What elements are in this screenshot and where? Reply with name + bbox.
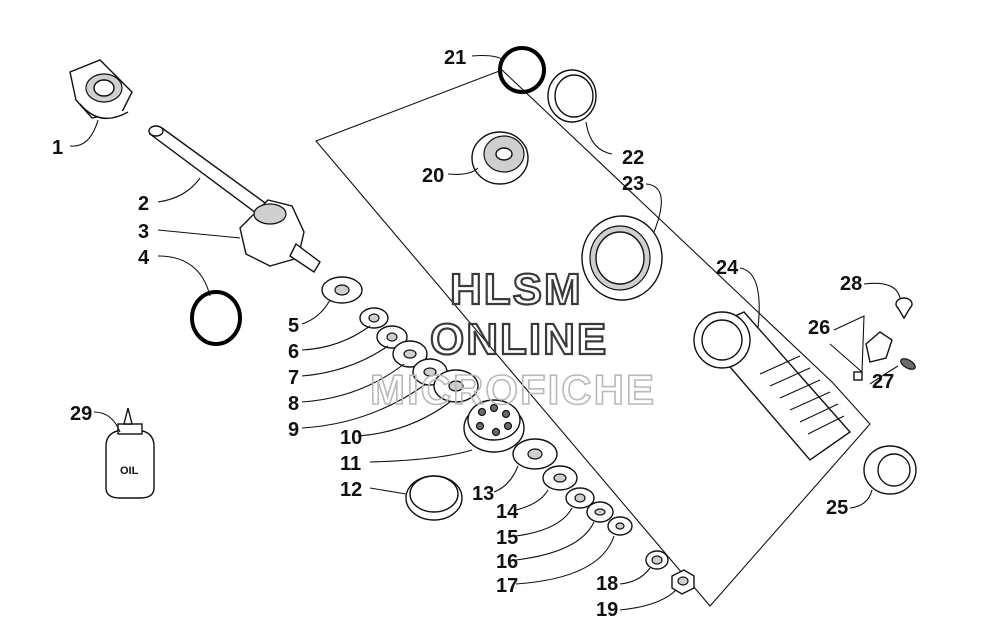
callout-26: 26	[808, 317, 830, 339]
callout-27: 27	[872, 371, 894, 393]
part-20-reservoir-cap	[471, 131, 529, 185]
callout-19: 19	[596, 599, 618, 621]
callout-1: 1	[52, 137, 63, 159]
watermark: HLSM ONLINE MICROFICHE	[369, 264, 656, 414]
oil-bottle-label: OIL	[120, 465, 139, 477]
part-19-nut	[671, 569, 695, 595]
callout-14: 14	[496, 501, 519, 523]
part-22-ring	[547, 69, 597, 123]
callout-labels: 1 2 3 4 5 6 7 8 9 10 11 12 13 14 15 16 1…	[52, 47, 894, 621]
callout-24: 24	[716, 257, 739, 279]
leader-lines	[69, 54, 901, 611]
callout-9: 9	[288, 419, 299, 441]
callout-6: 6	[288, 341, 299, 363]
callout-13: 13	[472, 483, 494, 505]
callout-7: 7	[288, 367, 299, 389]
callout-8: 8	[288, 393, 299, 415]
callout-22: 22	[622, 147, 644, 169]
callout-21: 21	[444, 47, 466, 69]
callout-4: 4	[138, 247, 150, 269]
watermark-line-1: HLSM	[450, 265, 583, 314]
part-2-shaft	[148, 125, 274, 217]
part-5-washer	[321, 276, 363, 304]
callout-11: 11	[340, 453, 361, 475]
callout-23: 23	[622, 173, 644, 195]
assembly-frame	[315, 69, 871, 607]
callout-2: 2	[138, 193, 149, 215]
part-3-shaft-body	[239, 199, 321, 273]
callout-17: 17	[496, 575, 518, 597]
part-10-washer	[433, 369, 479, 403]
watermark-line-2: ONLINE	[430, 315, 608, 364]
watermark-line-3: MICROFICHE	[370, 366, 656, 413]
part-17-washer	[607, 516, 633, 536]
callout-20: 20	[422, 165, 444, 187]
part-24-shock-body	[693, 311, 852, 461]
part-27-seal	[900, 358, 916, 370]
part-28-screw	[895, 297, 913, 320]
part-15-washer	[565, 487, 595, 509]
part-1-eyelet-bushing	[69, 59, 133, 120]
callout-16: 16	[496, 551, 518, 573]
part-23-spring-retainer	[581, 215, 663, 301]
part-8-washer	[392, 340, 428, 368]
callout-15: 15	[496, 527, 518, 549]
part-13-washer	[512, 438, 558, 470]
part-12-piston-ring	[405, 475, 463, 521]
callout-3: 3	[138, 221, 149, 243]
part-4-o-ring	[190, 290, 242, 346]
part-16-washer	[586, 501, 614, 523]
callout-10: 10	[340, 427, 362, 449]
part-26-valve	[853, 331, 893, 381]
part-11-piston	[463, 399, 525, 453]
callout-12: 12	[340, 479, 362, 501]
callout-29: 29	[70, 403, 92, 425]
part-29-oil-bottle: OIL	[105, 407, 155, 499]
part-21-o-ring	[498, 46, 546, 94]
part-14-washer	[542, 465, 578, 491]
callout-5: 5	[288, 315, 299, 337]
part-7-washer	[376, 325, 408, 349]
callout-25: 25	[826, 497, 848, 519]
callout-18: 18	[596, 573, 618, 595]
part-6-washer	[359, 307, 389, 329]
callout-28: 28	[840, 273, 862, 295]
part-25-bushing	[863, 445, 917, 495]
part-18-washer	[645, 550, 669, 570]
